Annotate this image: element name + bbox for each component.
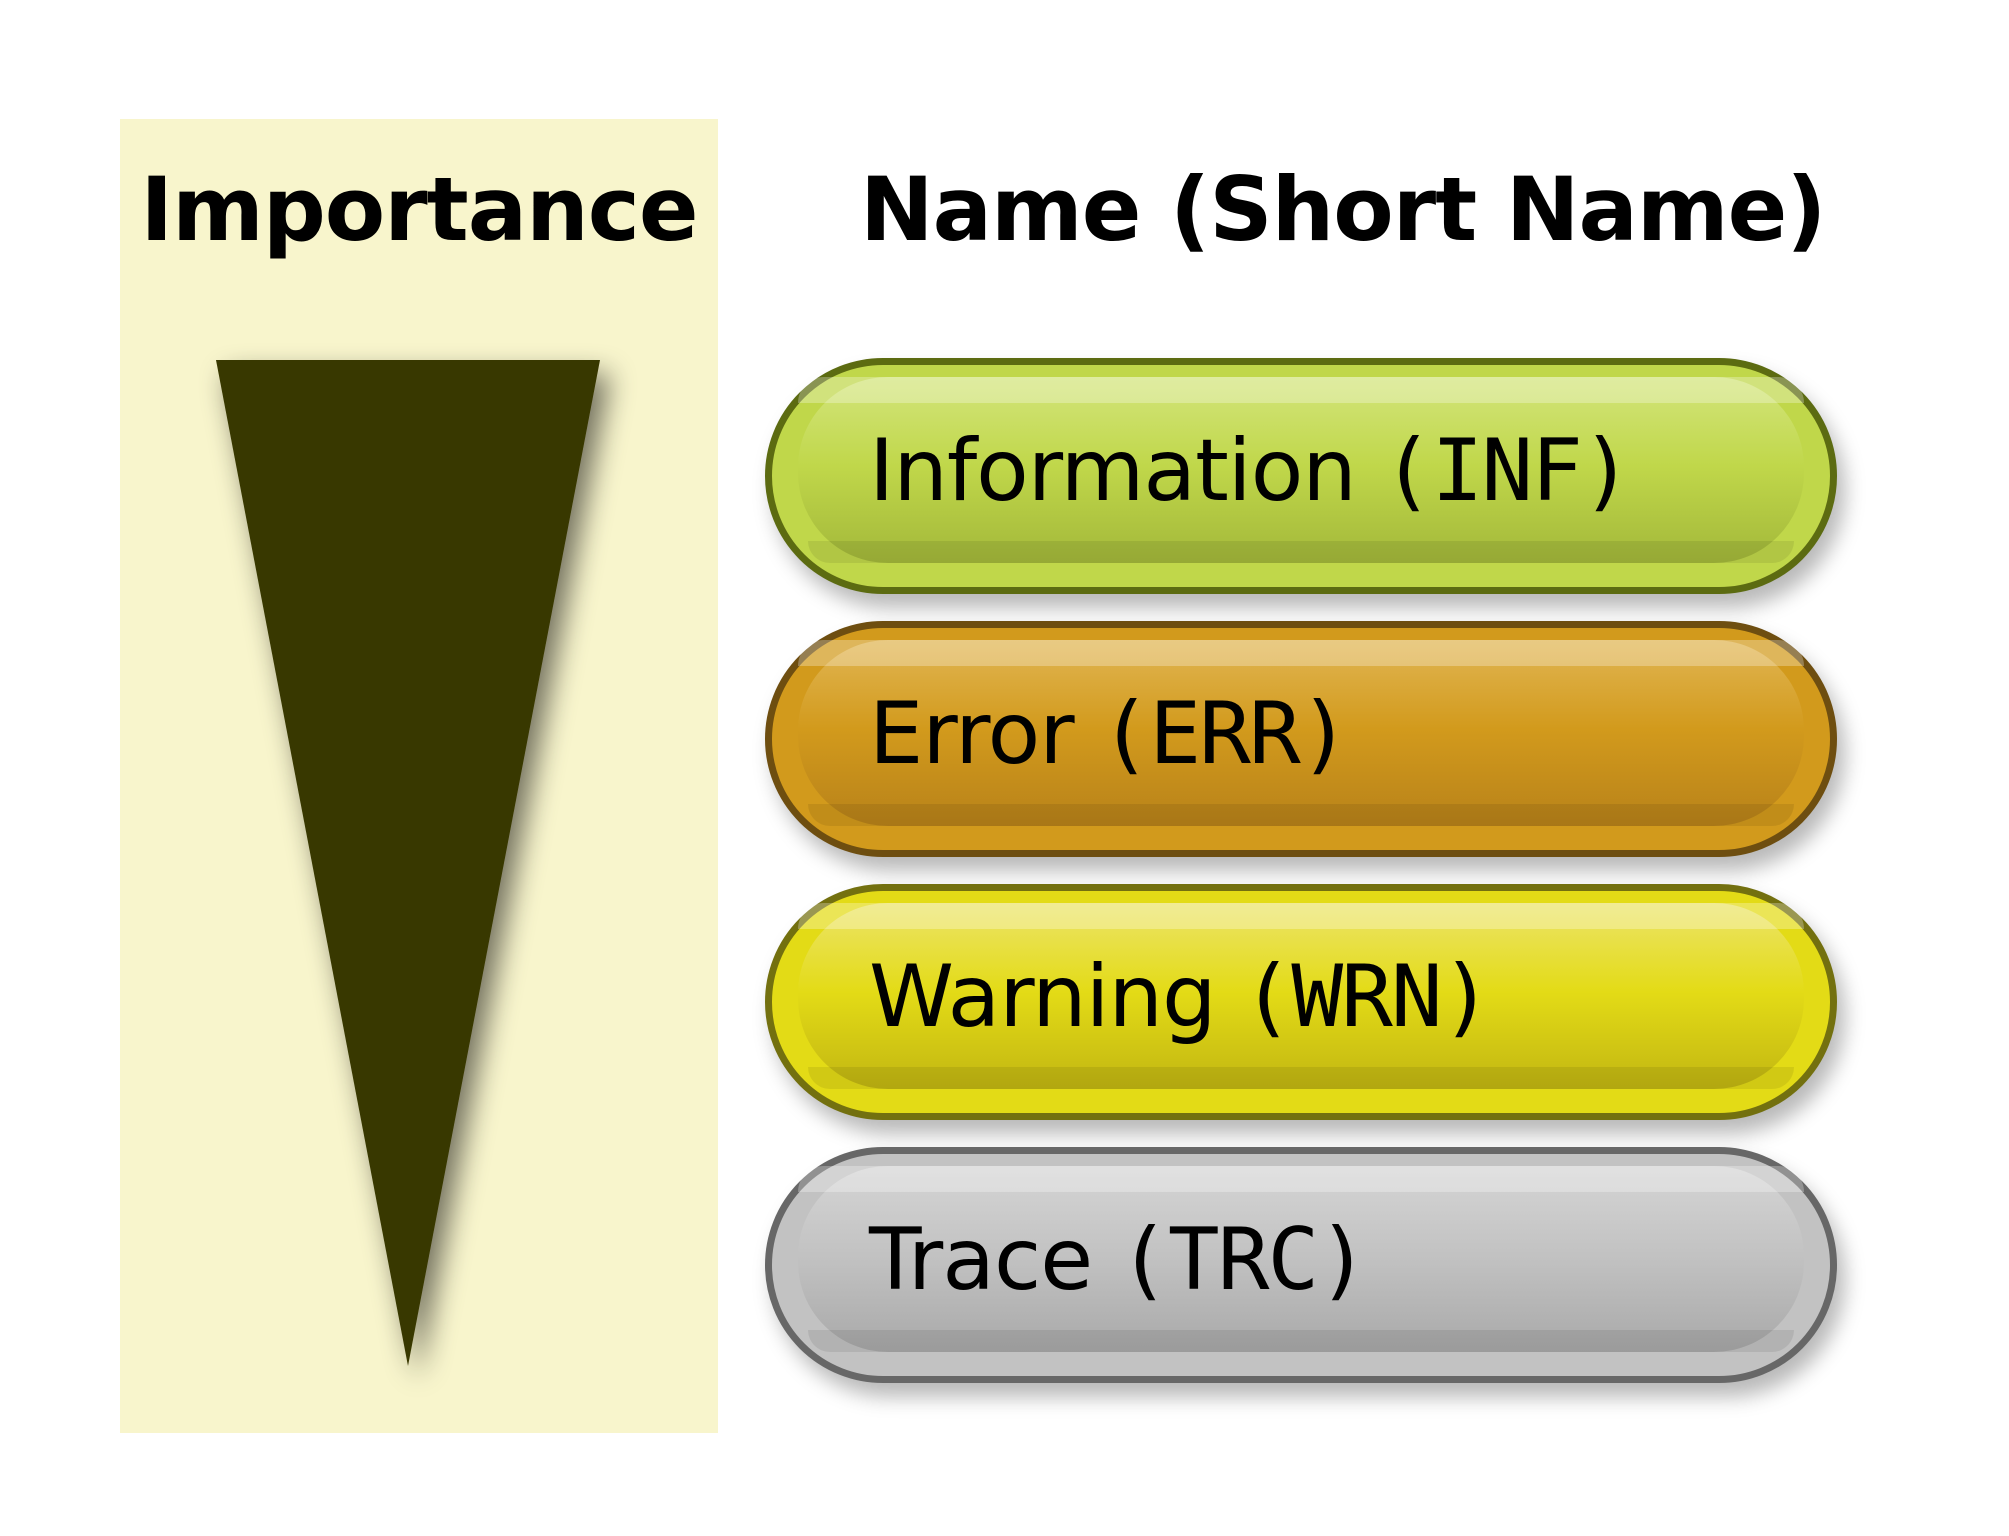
pill-gloss xyxy=(798,640,1804,826)
importance-wedge-shape xyxy=(216,360,600,1366)
level-trace: Trace (TRC) xyxy=(765,1147,1837,1383)
name-header: Name (Short Name) xyxy=(860,158,1826,261)
level-label: Error (ERR) xyxy=(869,628,1351,840)
level-label: Trace (TRC) xyxy=(869,1154,1369,1366)
level-information: Information (INF) xyxy=(765,358,1837,594)
level-name: Information xyxy=(869,421,1357,521)
importance-wedge xyxy=(216,360,600,1366)
level-name: Warning xyxy=(869,947,1217,1047)
level-label: Warning (WRN) xyxy=(869,891,1493,1103)
importance-header: Importance xyxy=(140,158,698,261)
level-short-name: (ERR) xyxy=(1099,684,1351,784)
level-short-name: (TRC) xyxy=(1118,1210,1369,1310)
pill-gloss xyxy=(798,377,1804,563)
level-error: Error (ERR) xyxy=(765,621,1837,857)
level-short-name: (WRN) xyxy=(1241,947,1493,1047)
level-label: Information (INF) xyxy=(869,365,1633,577)
level-name: Error xyxy=(869,684,1075,784)
level-name: Trace xyxy=(869,1210,1093,1310)
level-warning: Warning (WRN) xyxy=(765,884,1837,1120)
log-levels-list: Information (INF) Error (ERR) Warning (W… xyxy=(765,358,1845,1410)
pill-gloss xyxy=(798,1166,1804,1352)
level-short-name: (INF) xyxy=(1381,421,1633,521)
pill-gloss xyxy=(798,903,1804,1089)
